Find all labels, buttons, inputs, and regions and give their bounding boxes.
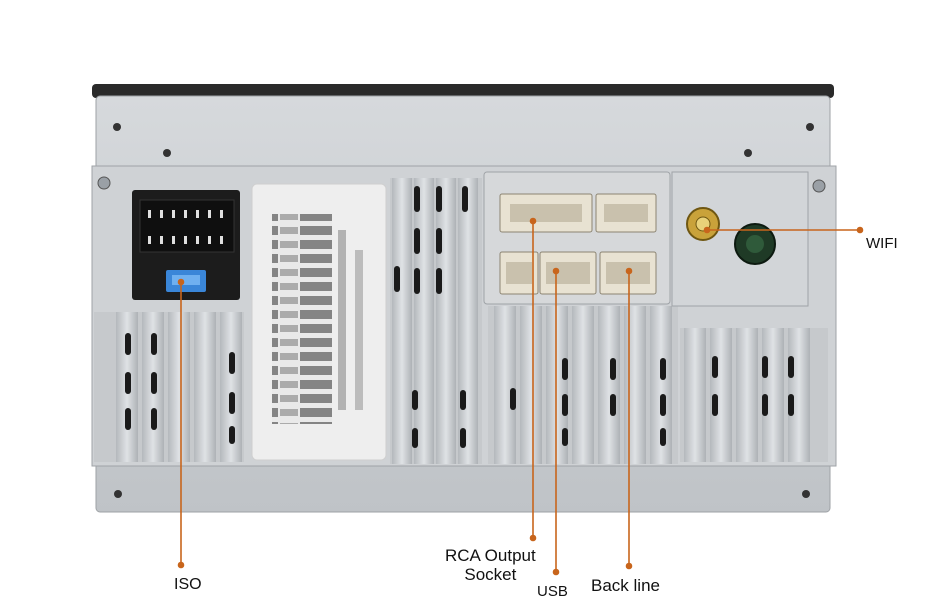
label-sticker — [251, 183, 387, 461]
screw — [113, 123, 121, 131]
callout-dot-usb — [552, 267, 560, 275]
screw — [806, 123, 814, 131]
callout-label-wifi: WIFI — [866, 235, 898, 252]
callout-label-back-line: Back line — [591, 576, 660, 595]
callout-label-iso: ISO — [174, 576, 202, 593]
screw — [114, 490, 122, 498]
heatsink-left — [94, 312, 244, 462]
top-lid — [92, 84, 834, 98]
iso-connector — [132, 190, 240, 300]
callout-label-rca-line2: Socket — [464, 564, 517, 584]
callout-label-usb: USB — [537, 583, 568, 600]
screw — [812, 179, 826, 193]
callout-label-rca-output-socket: RCA Output Socket — [445, 546, 536, 584]
screw — [163, 149, 171, 157]
heatsink-right — [680, 328, 828, 462]
callout-dot-back — [625, 267, 633, 275]
screw — [802, 490, 810, 498]
callout-dot-wifi — [703, 226, 711, 234]
callout-label-rca-line1: RCA Output — [445, 546, 536, 565]
screw — [744, 149, 752, 157]
callout-lines — [177, 217, 864, 576]
callout-dot-iso — [177, 278, 185, 286]
screw — [97, 176, 111, 190]
callout-dot-rca — [529, 217, 537, 225]
antenna-panel — [671, 171, 809, 307]
heatsink-right-center — [488, 306, 678, 464]
heatsink-center — [390, 178, 482, 464]
connector-block — [483, 171, 671, 305]
